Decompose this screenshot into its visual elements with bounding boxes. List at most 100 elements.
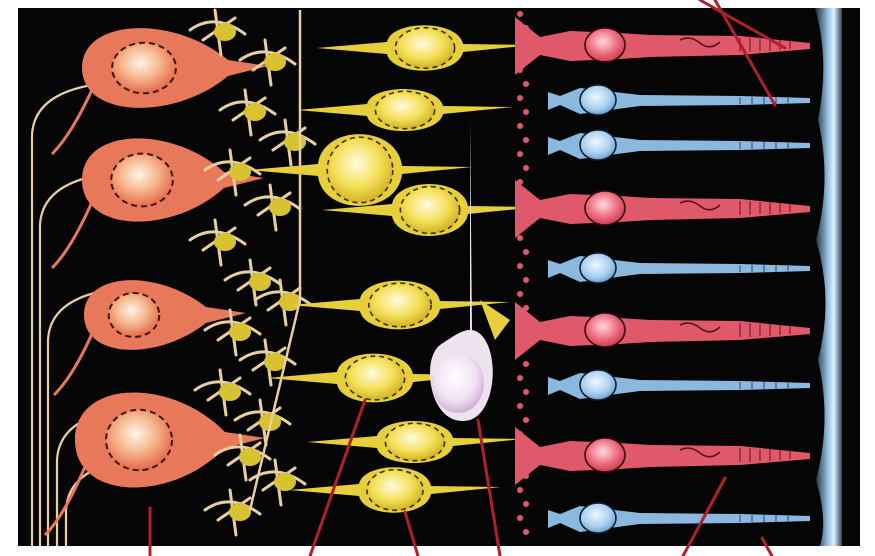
- horizontal-cell: [430, 120, 510, 421]
- outer-limiting-membrane-dot: [517, 67, 523, 73]
- horizontal-cell-nucleus: [432, 353, 484, 413]
- outer-limiting-membrane-dot: [523, 529, 529, 535]
- outer-limiting-membrane-dot: [523, 53, 529, 59]
- cone-cell: [515, 427, 810, 485]
- ganglion-nucleus: [111, 154, 173, 207]
- outer-limiting-membrane-dot: [523, 389, 529, 395]
- outer-limiting-membrane-dot: [517, 95, 523, 101]
- inner-nuclear-layer: [248, 25, 538, 512]
- outer-limiting-membrane-dot: [523, 221, 529, 227]
- rod-nucleus: [580, 503, 616, 533]
- cone-nucleus: [585, 191, 625, 225]
- outer-limiting-membrane-dot: [517, 459, 523, 465]
- bipolar-nucleus: [369, 283, 431, 327]
- outer-limiting-membrane-dot: [523, 277, 529, 283]
- outer-limiting-membrane-dot: [523, 361, 529, 367]
- bipolar-nucleus: [385, 423, 444, 460]
- amacrine-cell-body: [239, 448, 261, 466]
- bipolar-nucleus: [375, 91, 434, 128]
- ganglion-nucleus: [106, 410, 172, 471]
- cone-cell: [515, 180, 810, 238]
- outer-limiting-membrane-dot: [517, 515, 523, 521]
- outer-limiting-membrane-dot: [523, 501, 529, 507]
- ganglion-nucleus: [112, 43, 176, 94]
- outer-limiting-membrane-dot: [523, 109, 529, 115]
- amacrine-cell-body: [229, 163, 251, 181]
- muller-fiber: [250, 10, 300, 510]
- rod-nucleus: [580, 130, 616, 160]
- cone-nucleus: [585, 28, 625, 62]
- outer-limiting-membrane-dot: [523, 473, 529, 479]
- rod-nucleus: [580, 370, 616, 400]
- outer-limiting-membrane-dot: [523, 333, 529, 339]
- amacrine-cell-body: [244, 103, 266, 121]
- rod-nucleus: [580, 85, 616, 115]
- outer-limiting-membrane-dot: [517, 431, 523, 437]
- bipolar-nucleus: [345, 356, 404, 400]
- outer-limiting-membrane-dot: [517, 11, 523, 17]
- rod-cell: [548, 130, 810, 160]
- ganglion-axon: [52, 199, 93, 268]
- outer-limiting-membrane-dot: [523, 81, 529, 87]
- outer-limiting-membrane-dot: [523, 445, 529, 451]
- amacrine-cell-body: [274, 473, 296, 491]
- outer-limiting-membrane-dot: [517, 39, 523, 45]
- cone-body: [515, 180, 810, 238]
- cone-nucleus: [585, 438, 625, 472]
- outer-limiting-membrane-dot: [517, 207, 523, 213]
- pointer-line: [762, 538, 772, 556]
- amacrine-cell-body: [264, 53, 286, 71]
- bipolar-nucleus: [327, 137, 393, 203]
- amacrine-cell-body: [229, 323, 251, 341]
- cone-body: [515, 427, 810, 485]
- outer-limiting-membrane-dot: [523, 137, 529, 143]
- outer-limiting-membrane-dot: [517, 263, 523, 269]
- outer-limiting-membrane-dot: [517, 403, 523, 409]
- rod-cell: [548, 253, 810, 283]
- amacrine-cell-body: [284, 133, 306, 151]
- bipolar-nucleus: [400, 187, 459, 234]
- pointer-line: [310, 400, 365, 556]
- ganglion-nucleus: [109, 293, 160, 337]
- pigment-epithelium-band: [815, 8, 842, 546]
- amacrine-cell-body: [214, 233, 236, 251]
- outer-limiting-membrane-dot: [523, 305, 529, 311]
- cone-cell: [515, 302, 810, 360]
- amacrine-cell-body: [219, 383, 241, 401]
- cone-cell: [515, 17, 810, 75]
- bipolar-cell: [317, 25, 533, 70]
- outer-limiting-membrane-dot: [517, 151, 523, 157]
- ganglion-axon: [54, 331, 93, 395]
- outer-limiting-membrane-dot: [517, 179, 523, 185]
- bipolar-cell: [297, 89, 513, 131]
- outer-limiting-membrane-dot: [523, 417, 529, 423]
- amacrine-cell-body: [229, 503, 251, 521]
- outer-limiting-membrane-dot: [517, 123, 523, 129]
- pigment-epithelium: [815, 8, 842, 546]
- outer-limiting-membrane-dot: [523, 193, 529, 199]
- bipolar-nucleus: [367, 470, 423, 511]
- outer-limiting-membrane-dot: [517, 319, 523, 325]
- pointer-line: [405, 512, 418, 556]
- bipolar-nucleus: [395, 28, 454, 69]
- rod-cell: [548, 370, 810, 400]
- outer-limiting-membrane-dot: [523, 25, 529, 31]
- outer-limiting-membrane-dot: [517, 347, 523, 353]
- cone-body: [515, 302, 810, 360]
- outer-limiting-membrane-dot: [517, 291, 523, 297]
- cone-nucleus: [585, 313, 625, 347]
- outer-limiting-membrane-dot: [517, 375, 523, 381]
- amacrine-cell-body: [214, 23, 236, 41]
- amacrine-cell-body: [249, 273, 271, 291]
- rod-cell: [548, 503, 810, 533]
- ganglion-cell: [52, 28, 268, 154]
- outer-limiting-membrane-dot: [523, 249, 529, 255]
- amacrine-cell-body: [269, 198, 291, 216]
- outer-limiting-membrane-dot: [517, 235, 523, 241]
- rod-nucleus: [580, 253, 616, 283]
- bipolar-cell: [307, 421, 523, 463]
- outer-limiting-membrane-dot: [517, 487, 523, 493]
- outer-limiting-membrane-dot: [523, 165, 529, 171]
